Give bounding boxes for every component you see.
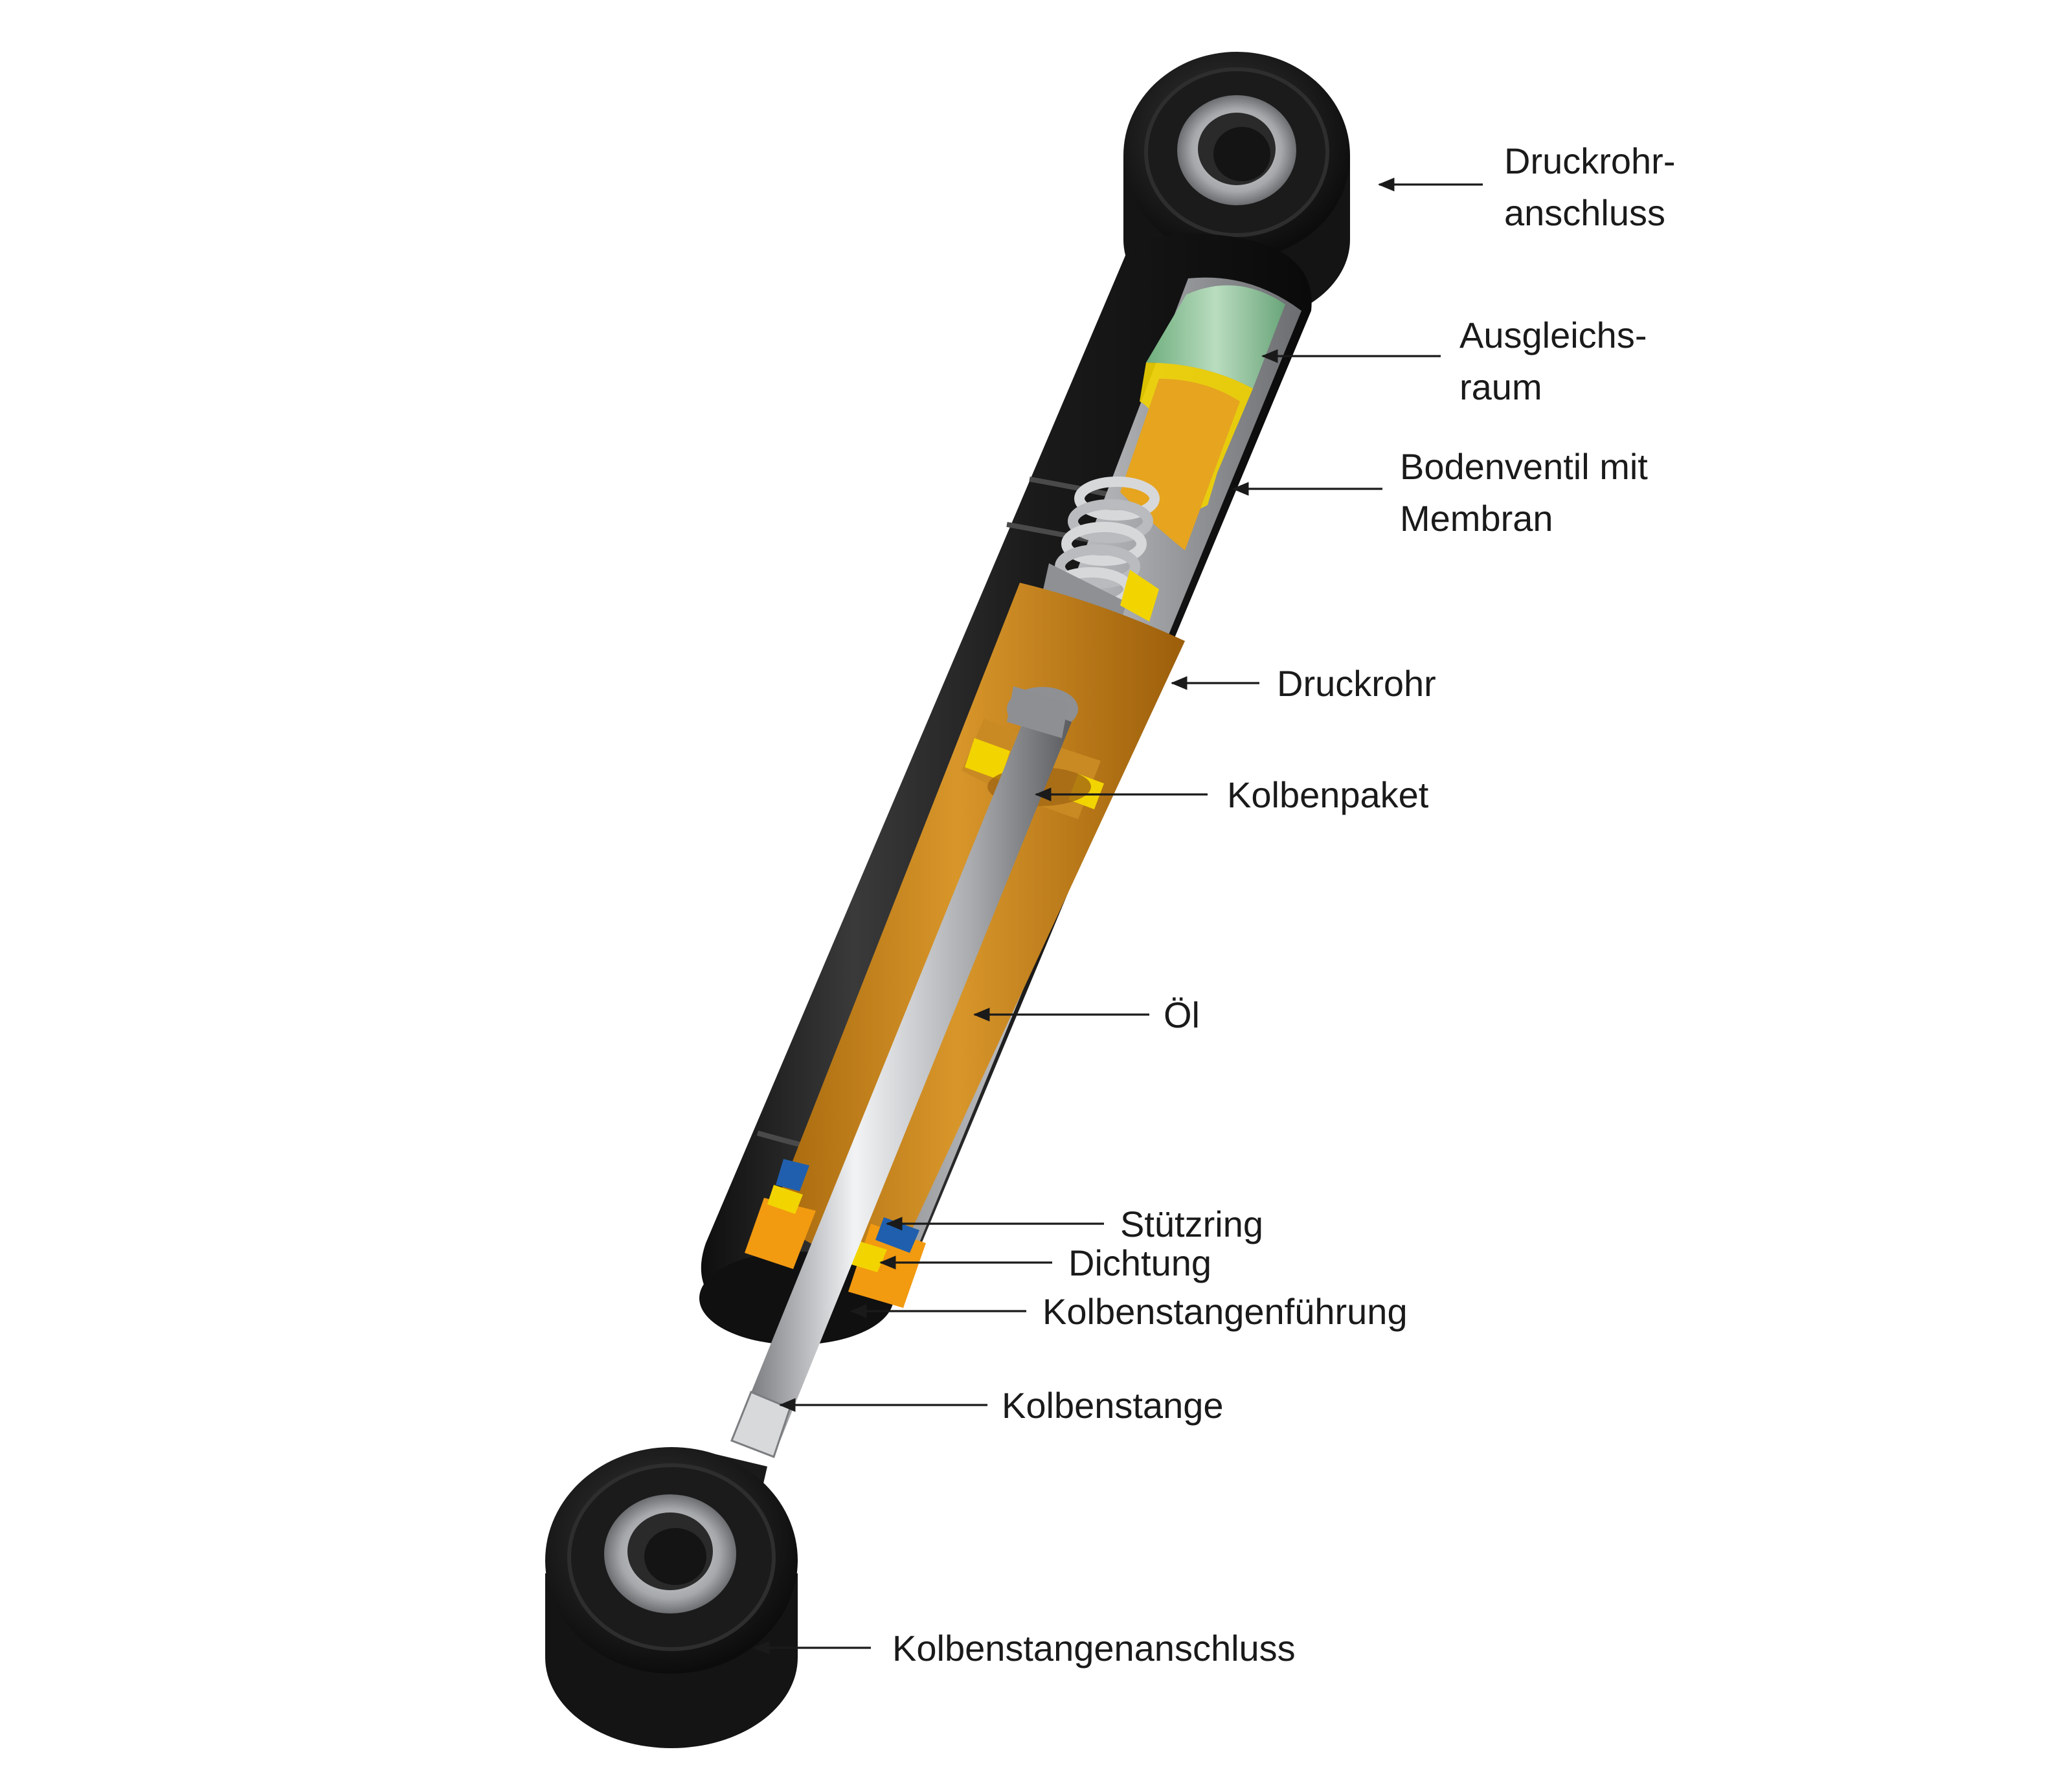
callout-ausgleichsraum: Ausgleichs- raum [1261, 315, 1647, 407]
label-druckrohr: Druckrohr [1277, 663, 1436, 704]
label-druckrohranschluss-line2: anschluss [1504, 192, 1665, 233]
callout-dichtung: Dichtung [879, 1242, 1211, 1283]
callout-kolbenstangenfuehrung: Kolbenstangenführung [850, 1291, 1408, 1332]
callout-druckrohr: Druckrohr [1170, 663, 1436, 704]
bottom-eye [545, 1447, 798, 1748]
label-oel: Öl [1164, 995, 1200, 1035]
label-ausgleichsraum-line2: raum [1459, 366, 1542, 407]
callout-oel: Öl [973, 995, 1200, 1035]
label-ausgleichsraum-line1: Ausgleichs- [1459, 315, 1647, 355]
label-stuetzring: Stützring [1120, 1204, 1263, 1244]
label-bodenventil-line2: Membran [1400, 498, 1553, 539]
label-dichtung: Dichtung [1068, 1242, 1211, 1283]
callout-druckrohranschluss: Druckrohr- anschluss [1377, 141, 1675, 233]
shock-absorber-illustration [545, 52, 1350, 1748]
valve-spring [1048, 477, 1160, 611]
callout-bodenventil: Bodenventil mit Membran [1232, 446, 1648, 539]
piston-rod [730, 686, 1072, 1458]
label-kolbenstangenfuehrung: Kolbenstangenführung [1042, 1291, 1408, 1332]
label-druckrohranschluss-line1: Druckrohr- [1504, 141, 1675, 181]
label-kolbenpaket: Kolbenpaket [1227, 774, 1429, 815]
callout-kolbenpaket: Kolbenpaket [1034, 774, 1429, 815]
callouts: Druckrohr- anschluss Ausgleichs- raum Bo… [752, 141, 1675, 1669]
callout-kolbenstangenanschluss: Kolbenstangenanschluss [752, 1628, 1296, 1669]
label-kolbenstange: Kolbenstange [1002, 1385, 1224, 1426]
callout-kolbenstange: Kolbenstange [778, 1385, 1224, 1426]
label-bodenventil-line1: Bodenventil mit [1400, 446, 1648, 487]
label-kolbenstangenanschluss: Kolbenstangenanschluss [892, 1628, 1296, 1669]
callout-stuetzring: Stützring [885, 1204, 1263, 1244]
